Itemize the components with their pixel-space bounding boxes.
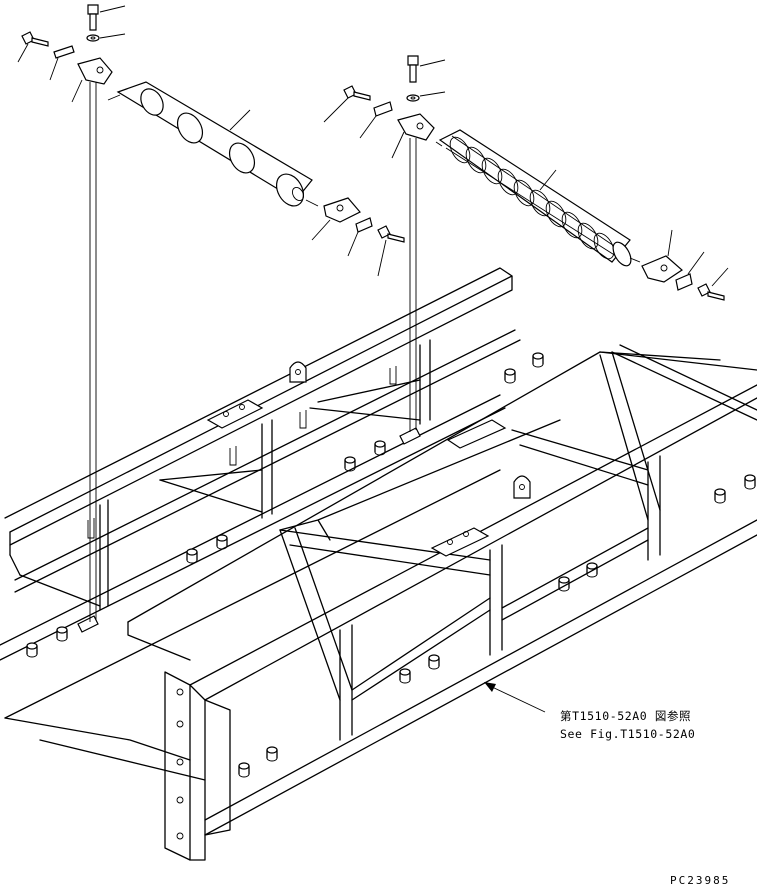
right-lower-shim xyxy=(675,251,705,291)
left-upper-bolt-vertical xyxy=(86,4,126,42)
rear-frame-beam xyxy=(4,267,521,611)
right-upper-shim xyxy=(359,101,393,139)
left-upper-bracket xyxy=(71,57,113,103)
reference-arrow xyxy=(484,682,546,713)
right-lower-bracket xyxy=(641,229,683,283)
alignment-lines xyxy=(89,82,417,622)
left-upper-shim xyxy=(49,45,75,81)
reference-note-japanese: 第T1510-52A0 図参照 xyxy=(560,709,691,723)
left-roller xyxy=(107,81,319,207)
right-upper-bracket xyxy=(391,113,435,159)
reference-note-english: See Fig.T1510-52A0 xyxy=(560,727,695,741)
end-plate xyxy=(164,671,231,861)
beam-clamp-plates xyxy=(77,361,531,633)
drawing-code: PC23985 xyxy=(670,874,730,887)
left-upper-bolt-horizontal xyxy=(17,31,49,63)
stud-bosses xyxy=(26,352,756,778)
spring-roller xyxy=(435,129,641,267)
right-lower-bolt xyxy=(697,267,729,301)
left-lower-bracket xyxy=(311,197,361,241)
left-lower-shim xyxy=(347,217,373,257)
front-frame-girder xyxy=(0,344,757,836)
left-lower-bolt xyxy=(377,225,405,277)
right-upper-bolt-vertical xyxy=(406,55,446,102)
right-upper-bolt-horizontal xyxy=(323,85,371,123)
